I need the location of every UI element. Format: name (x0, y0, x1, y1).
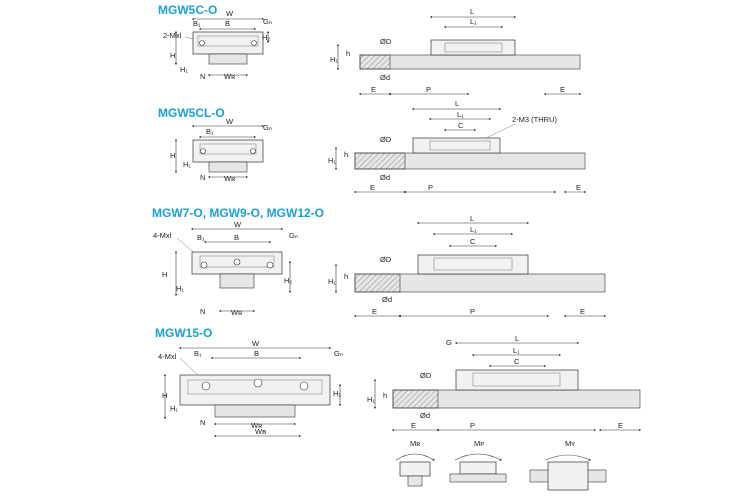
svg-text:Ød: Ød (380, 73, 390, 82)
svg-text:N: N (200, 418, 205, 427)
section-title-mgw5c: MGW5C-O (158, 3, 217, 17)
svg-text:h: h (383, 391, 387, 400)
svg-text:L₁: L₁ (470, 17, 477, 26)
svg-text:C: C (470, 237, 476, 246)
svg-text:L: L (455, 99, 459, 108)
svg-text:2-M3 (THRU): 2-M3 (THRU) (512, 115, 557, 124)
svg-text:H: H (162, 270, 167, 279)
svg-text:B: B (225, 19, 230, 28)
svg-text:L₁: L₁ (470, 225, 477, 234)
front-view-mgw7-9-12: W B B₁ Gₙ 4-Mxl H H₁ H₂ N Wʀ (153, 220, 298, 317)
svg-text:4-Mxl: 4-Mxl (158, 352, 177, 361)
svg-text:B₁: B₁ (194, 349, 202, 358)
svg-text:ØD: ØD (380, 255, 392, 264)
svg-text:Wʙ: Wʙ (255, 427, 266, 436)
svg-text:L₁: L₁ (513, 346, 520, 355)
svg-text:C: C (514, 357, 520, 366)
side-view-mgw7-9-12: L L₁ C ØD Ød H₁ h E P E (328, 214, 607, 318)
svg-text:L: L (515, 334, 519, 343)
svg-text:h: h (344, 150, 348, 159)
svg-text:H: H (170, 51, 175, 60)
svg-text:Gₙ: Gₙ (263, 123, 272, 132)
svg-text:H₁: H₁ (176, 284, 184, 293)
svg-text:H₂: H₂ (333, 389, 341, 398)
svg-text:H₁: H₁ (180, 65, 188, 74)
section-title-mgw15: MGW15-O (155, 326, 212, 340)
svg-text:C: C (458, 121, 464, 130)
front-view-mgw5c: W B B₁ Gₙ 2-Mxl H H₁ N Wʀ H₂ (163, 9, 272, 81)
svg-text:4-Mxl: 4-Mxl (153, 231, 172, 240)
svg-text:L₁: L₁ (457, 110, 464, 119)
svg-text:P: P (426, 85, 431, 94)
svg-text:H₂: H₂ (262, 33, 270, 42)
svg-text:Gₙ: Gₙ (334, 349, 343, 358)
svg-text:Gₙ: Gₙ (289, 231, 298, 240)
svg-text:N: N (200, 307, 205, 316)
svg-text:Ød: Ød (380, 173, 390, 182)
svg-text:Gₙ: Gₙ (263, 17, 272, 26)
svg-text:G: G (446, 338, 452, 347)
svg-text:B: B (234, 233, 239, 242)
svg-text:N: N (200, 173, 205, 182)
svg-text:P: P (470, 421, 475, 430)
svg-text:H₂: H₂ (284, 276, 292, 285)
svg-text:Wʀ: Wʀ (251, 421, 262, 430)
svg-text:Wʀ: Wʀ (231, 308, 242, 317)
svg-text:W: W (252, 339, 260, 348)
svg-text:H: H (162, 391, 167, 400)
svg-text:ØD: ØD (380, 37, 392, 46)
svg-text:H: H (170, 151, 175, 160)
svg-text:P: P (470, 307, 475, 316)
svg-text:H₁: H₁ (330, 55, 338, 64)
moment-my: Mʏ (529, 439, 607, 491)
section-title-mgw5cl: MGW5CL-O (158, 106, 225, 120)
svg-text:N: N (200, 72, 205, 81)
svg-text:Mʀ: Mʀ (410, 439, 420, 448)
svg-text:H₁: H₁ (183, 160, 191, 169)
svg-text:ØD: ØD (380, 135, 392, 144)
front-view-mgw5cl: W B₁ Gₙ H H₁ N Wʀ (170, 117, 272, 183)
svg-text:H₁: H₁ (170, 404, 178, 413)
svg-text:Mᴘ: Mᴘ (474, 439, 484, 448)
svg-text:L: L (470, 7, 474, 16)
svg-text:W: W (226, 9, 234, 18)
side-view-mgw5c: L L₁ ØD Ød H₁ h E P E (330, 7, 582, 96)
svg-text:h: h (346, 49, 350, 58)
svg-text:B: B (254, 349, 259, 358)
svg-text:L: L (470, 214, 474, 223)
svg-text:B₁: B₁ (206, 127, 214, 136)
front-view-mgw15: W B B₁ Gₙ 4-Mxl H H₁ H₂ N Wʀ Wʙ (158, 339, 343, 438)
svg-text:E: E (371, 85, 376, 94)
svg-text:E: E (618, 421, 623, 430)
svg-text:Ød: Ød (382, 295, 392, 304)
svg-text:B₁: B₁ (193, 19, 201, 28)
svg-text:Mʏ: Mʏ (565, 439, 575, 448)
svg-text:E: E (560, 85, 565, 94)
svg-text:H₁: H₁ (367, 395, 375, 404)
svg-text:Wʀ: Wʀ (224, 72, 235, 81)
side-view-mgw15: L L₁ C G ØD Ød H₁ h E P E (367, 334, 642, 432)
svg-text:Ød: Ød (420, 411, 430, 420)
svg-text:H₁: H₁ (328, 277, 336, 286)
moment-mp: Mᴘ (449, 439, 507, 483)
side-view-mgw5cl: L L₁ C 2-M3 (THRU) ØD Ød H₁ h E P E (328, 99, 587, 194)
svg-text:E: E (576, 183, 581, 192)
svg-text:W: W (234, 220, 242, 229)
moment-mr: Mʀ (395, 439, 436, 487)
section-title-mgw7-9-12: MGW7-O, MGW9-O, MGW12-O (152, 206, 324, 220)
svg-text:E: E (411, 421, 416, 430)
svg-text:E: E (580, 307, 585, 316)
svg-text:h: h (344, 272, 348, 281)
svg-text:2-Mxl: 2-Mxl (163, 31, 182, 40)
svg-text:H₁: H₁ (328, 156, 336, 165)
svg-text:B₁: B₁ (197, 233, 205, 242)
svg-text:ØD: ØD (420, 371, 432, 380)
svg-text:P: P (428, 183, 433, 192)
svg-text:E: E (370, 183, 375, 192)
svg-text:Wʀ: Wʀ (224, 174, 235, 183)
svg-text:W: W (226, 117, 234, 126)
svg-text:E: E (372, 307, 377, 316)
